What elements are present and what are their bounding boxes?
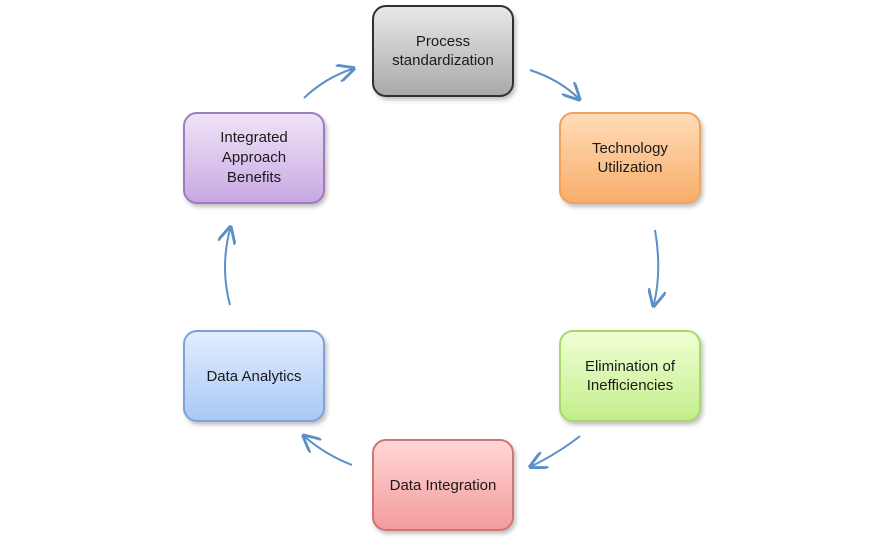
step-technology-utilization: Technology Utilization xyxy=(559,112,701,204)
step-label: Integrated Approach Benefits xyxy=(220,128,288,188)
step-label-line: Data Analytics xyxy=(206,367,302,385)
arrow-analytics-to-integrated xyxy=(225,229,230,306)
step-data-analytics: Data Analytics xyxy=(183,330,325,422)
arrow-integration-to-analytics xyxy=(305,437,353,466)
step-label-line: Integrated xyxy=(220,129,288,146)
arrow-integrated-to-process xyxy=(303,69,352,99)
step-label-line: standardization xyxy=(392,52,494,69)
arrow-process-to-technology xyxy=(529,69,578,98)
arrow-technology-to-elimination xyxy=(654,229,658,304)
step-label-line: Utilization xyxy=(597,159,663,176)
step-label-line: Data Integration xyxy=(389,476,497,494)
step-label-line: Benefits xyxy=(226,169,282,186)
step-integrated-approach-benefits: Integrated Approach Benefits xyxy=(183,112,325,204)
step-label-line: Approach xyxy=(221,149,287,166)
step-elimination-of-inefficiencies: Elimination of Inefficiencies xyxy=(559,330,701,422)
step-label-line: Elimination of xyxy=(584,358,676,375)
step-label: Technology Utilization xyxy=(592,139,668,177)
step-label-line: Technology xyxy=(592,140,668,157)
step-label-line: Process xyxy=(415,33,471,50)
step-label: Process standardization xyxy=(392,32,494,70)
step-data-integration: Data Integration xyxy=(372,439,514,531)
step-label: Data Analytics xyxy=(206,367,301,386)
step-label: Elimination of Inefficiencies xyxy=(585,357,675,395)
step-label: Data Integration xyxy=(390,476,497,495)
step-process-standardization: Process standardization xyxy=(372,5,514,97)
arrow-elimination-to-integration xyxy=(532,435,581,466)
step-label-line: Inefficiencies xyxy=(586,377,674,394)
